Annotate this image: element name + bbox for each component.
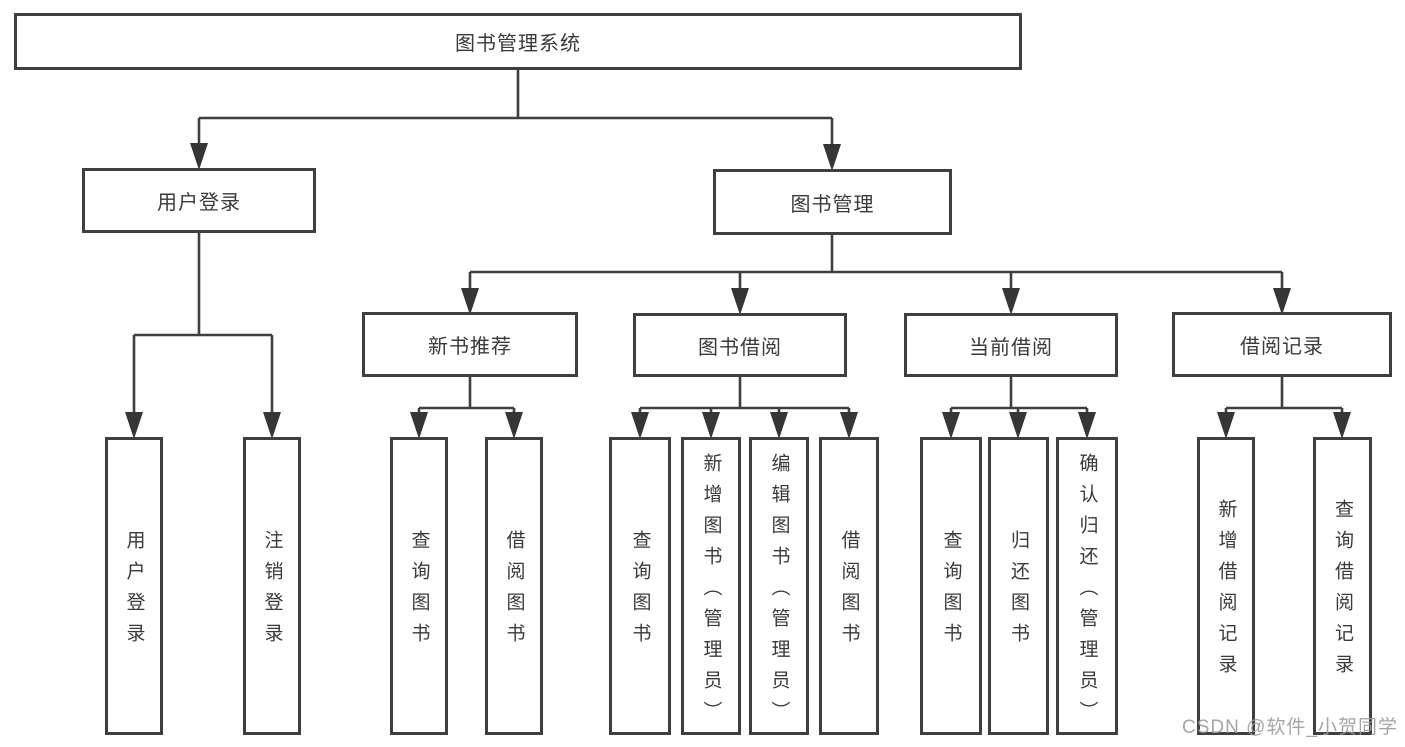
- leaf-label: 查询图书: [408, 530, 430, 654]
- leaf-label: 注销登录: [261, 530, 283, 654]
- leaf-query-books-current: 查询图书: [920, 437, 982, 735]
- node-label: 用户登录: [157, 192, 241, 214]
- leaf-label: 编辑图书（管理员）: [768, 452, 790, 732]
- node-user-login: 用户登录: [82, 168, 316, 233]
- node-new-book-recommendation: 新书推荐: [362, 312, 578, 377]
- leaf-label: 新增图书（管理员）: [700, 452, 722, 732]
- csdn-watermark: CSDN @软件_小贺同学: [1182, 717, 1398, 738]
- leaf-label: 查询图书: [940, 530, 962, 654]
- leaf-query-books-recommend: 查询图书: [390, 437, 448, 735]
- node-label: 图书借阅: [698, 336, 782, 359]
- leaf-query-books-borrowing: 查询图书: [609, 437, 671, 735]
- leaf-label: 用户登录: [123, 530, 145, 654]
- leaf-label: 借阅图书: [503, 530, 525, 654]
- node-label: 图书管理: [790, 193, 875, 216]
- leaf-confirm-return-admin: 确认归还（管理员）: [1056, 437, 1118, 735]
- leaf-borrow-books-recommend: 借阅图书: [485, 437, 543, 735]
- node-library-management-system: 图书管理系统: [14, 13, 1022, 70]
- node-label: 借阅记录: [1240, 336, 1324, 358]
- leaf-edit-books-admin: 编辑图书（管理员）: [749, 437, 809, 735]
- leaf-logout: 注销登录: [243, 437, 301, 735]
- node-book-borrowing: 图书借阅: [633, 313, 847, 377]
- leaf-label: 归还图书: [1008, 530, 1029, 654]
- leaf-query-borrow-record: 查询借阅记录: [1313, 437, 1372, 735]
- leaf-return-books: 归还图书: [988, 437, 1049, 735]
- leaf-label: 查询图书: [629, 530, 651, 654]
- leaf-add-borrow-record: 新增借阅记录: [1197, 437, 1255, 735]
- leaf-borrow-books: 借阅图书: [819, 437, 879, 735]
- node-borrowing-records: 借阅记录: [1172, 312, 1392, 377]
- leaf-add-books-admin: 新增图书（管理员）: [681, 437, 741, 735]
- node-label: 新书推荐: [428, 336, 512, 358]
- leaf-label: 确认归还（管理员）: [1076, 452, 1098, 732]
- leaf-label: 借阅图书: [838, 530, 860, 654]
- node-book-management: 图书管理: [713, 169, 952, 235]
- node-label: 当前借阅: [969, 336, 1053, 359]
- leaf-label: 查询借阅记录: [1332, 499, 1353, 685]
- node-current-borrowing: 当前借阅: [904, 313, 1118, 377]
- node-label: 图书管理系统: [455, 33, 581, 55]
- leaf-user-login: 用户登录: [105, 437, 163, 735]
- leaf-label: 新增借阅记录: [1215, 499, 1237, 685]
